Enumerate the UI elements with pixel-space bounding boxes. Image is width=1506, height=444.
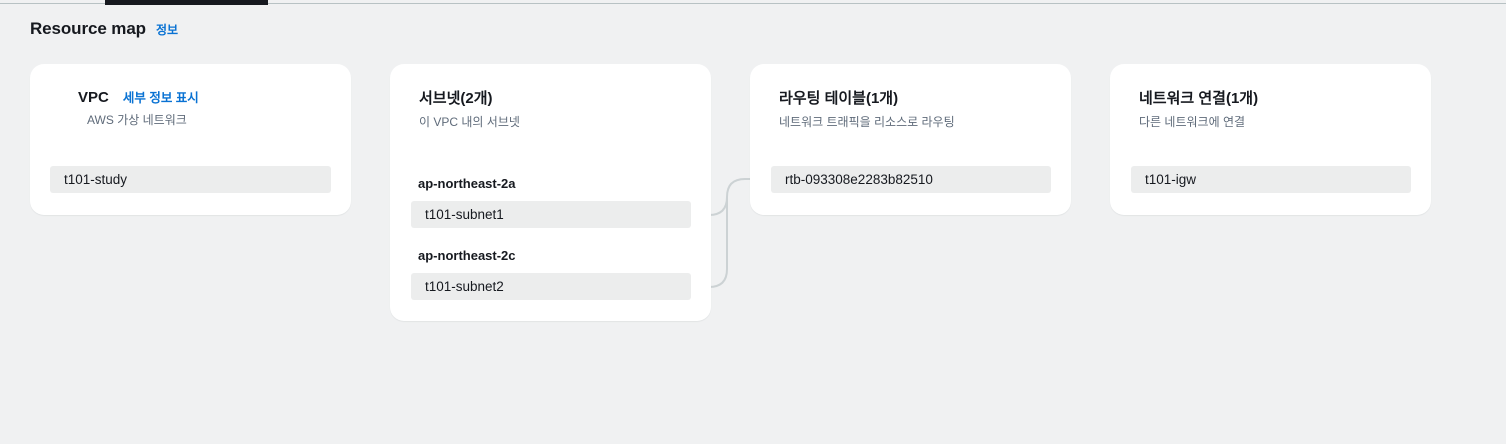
card-subnet-header: 서브넷(2개) 이 VPC 내의 서브넷 bbox=[419, 87, 695, 130]
card-route-table-title: 라우팅 테이블(1개) bbox=[779, 90, 899, 107]
availability-zone-label-2: ap-northeast-2c bbox=[418, 248, 516, 263]
card-vpc-header: VPC 세부 정보 표시 AWS 가상 네트워크 bbox=[78, 87, 335, 128]
card-subnet-title: 서브넷(2개) bbox=[419, 90, 493, 107]
card-network-connection-subtitle: 다른 네트워크에 연결 bbox=[1139, 115, 1246, 129]
card-vpc-title: VPC bbox=[78, 89, 109, 106]
page-header: Resource map 정보 bbox=[30, 19, 178, 39]
card-network-connection: 네트워크 연결(1개) 다른 네트워크에 연결 t101-igw bbox=[1110, 64, 1431, 215]
resource-pill-route-table[interactable]: rtb-093308e2283b82510 bbox=[771, 166, 1051, 193]
card-vpc-subtitle: AWS 가상 네트워크 bbox=[87, 113, 187, 127]
resource-pill-vpc[interactable]: t101-study bbox=[50, 166, 331, 193]
card-subnet: 서브넷(2개) 이 VPC 내의 서브넷 ap-northeast-2a t10… bbox=[390, 64, 711, 321]
card-subnet-subtitle: 이 VPC 내의 서브넷 bbox=[419, 115, 520, 129]
card-network-connection-header: 네트워크 연결(1개) 다른 네트워크에 연결 bbox=[1139, 87, 1415, 130]
card-network-connection-title: 네트워크 연결(1개) bbox=[1139, 90, 1259, 107]
tab-strip-divider bbox=[0, 3, 1506, 4]
availability-zone-label-1: ap-northeast-2a bbox=[418, 176, 516, 191]
resource-pill-subnet1[interactable]: t101-subnet1 bbox=[411, 201, 691, 228]
card-route-table: 라우팅 테이블(1개) 네트워크 트래픽을 리소스로 라우팅 rtb-09330… bbox=[750, 64, 1071, 215]
card-route-table-subtitle: 네트워크 트래픽을 리소스로 라우팅 bbox=[779, 115, 955, 129]
tab-strip bbox=[0, 0, 1506, 6]
active-tab-indicator[interactable] bbox=[105, 0, 268, 5]
info-link[interactable]: 정보 bbox=[155, 23, 179, 37]
resource-pill-internet-gateway[interactable]: t101-igw bbox=[1131, 166, 1411, 193]
card-route-table-header: 라우팅 테이블(1개) 네트워크 트래픽을 리소스로 라우팅 bbox=[779, 87, 1055, 130]
page-title: Resource map bbox=[30, 19, 146, 38]
card-vpc: VPC 세부 정보 표시 AWS 가상 네트워크 t101-study bbox=[30, 64, 351, 215]
resource-pill-subnet2[interactable]: t101-subnet2 bbox=[411, 273, 691, 300]
card-vpc-detail-link[interactable]: 세부 정보 표시 bbox=[122, 91, 199, 105]
